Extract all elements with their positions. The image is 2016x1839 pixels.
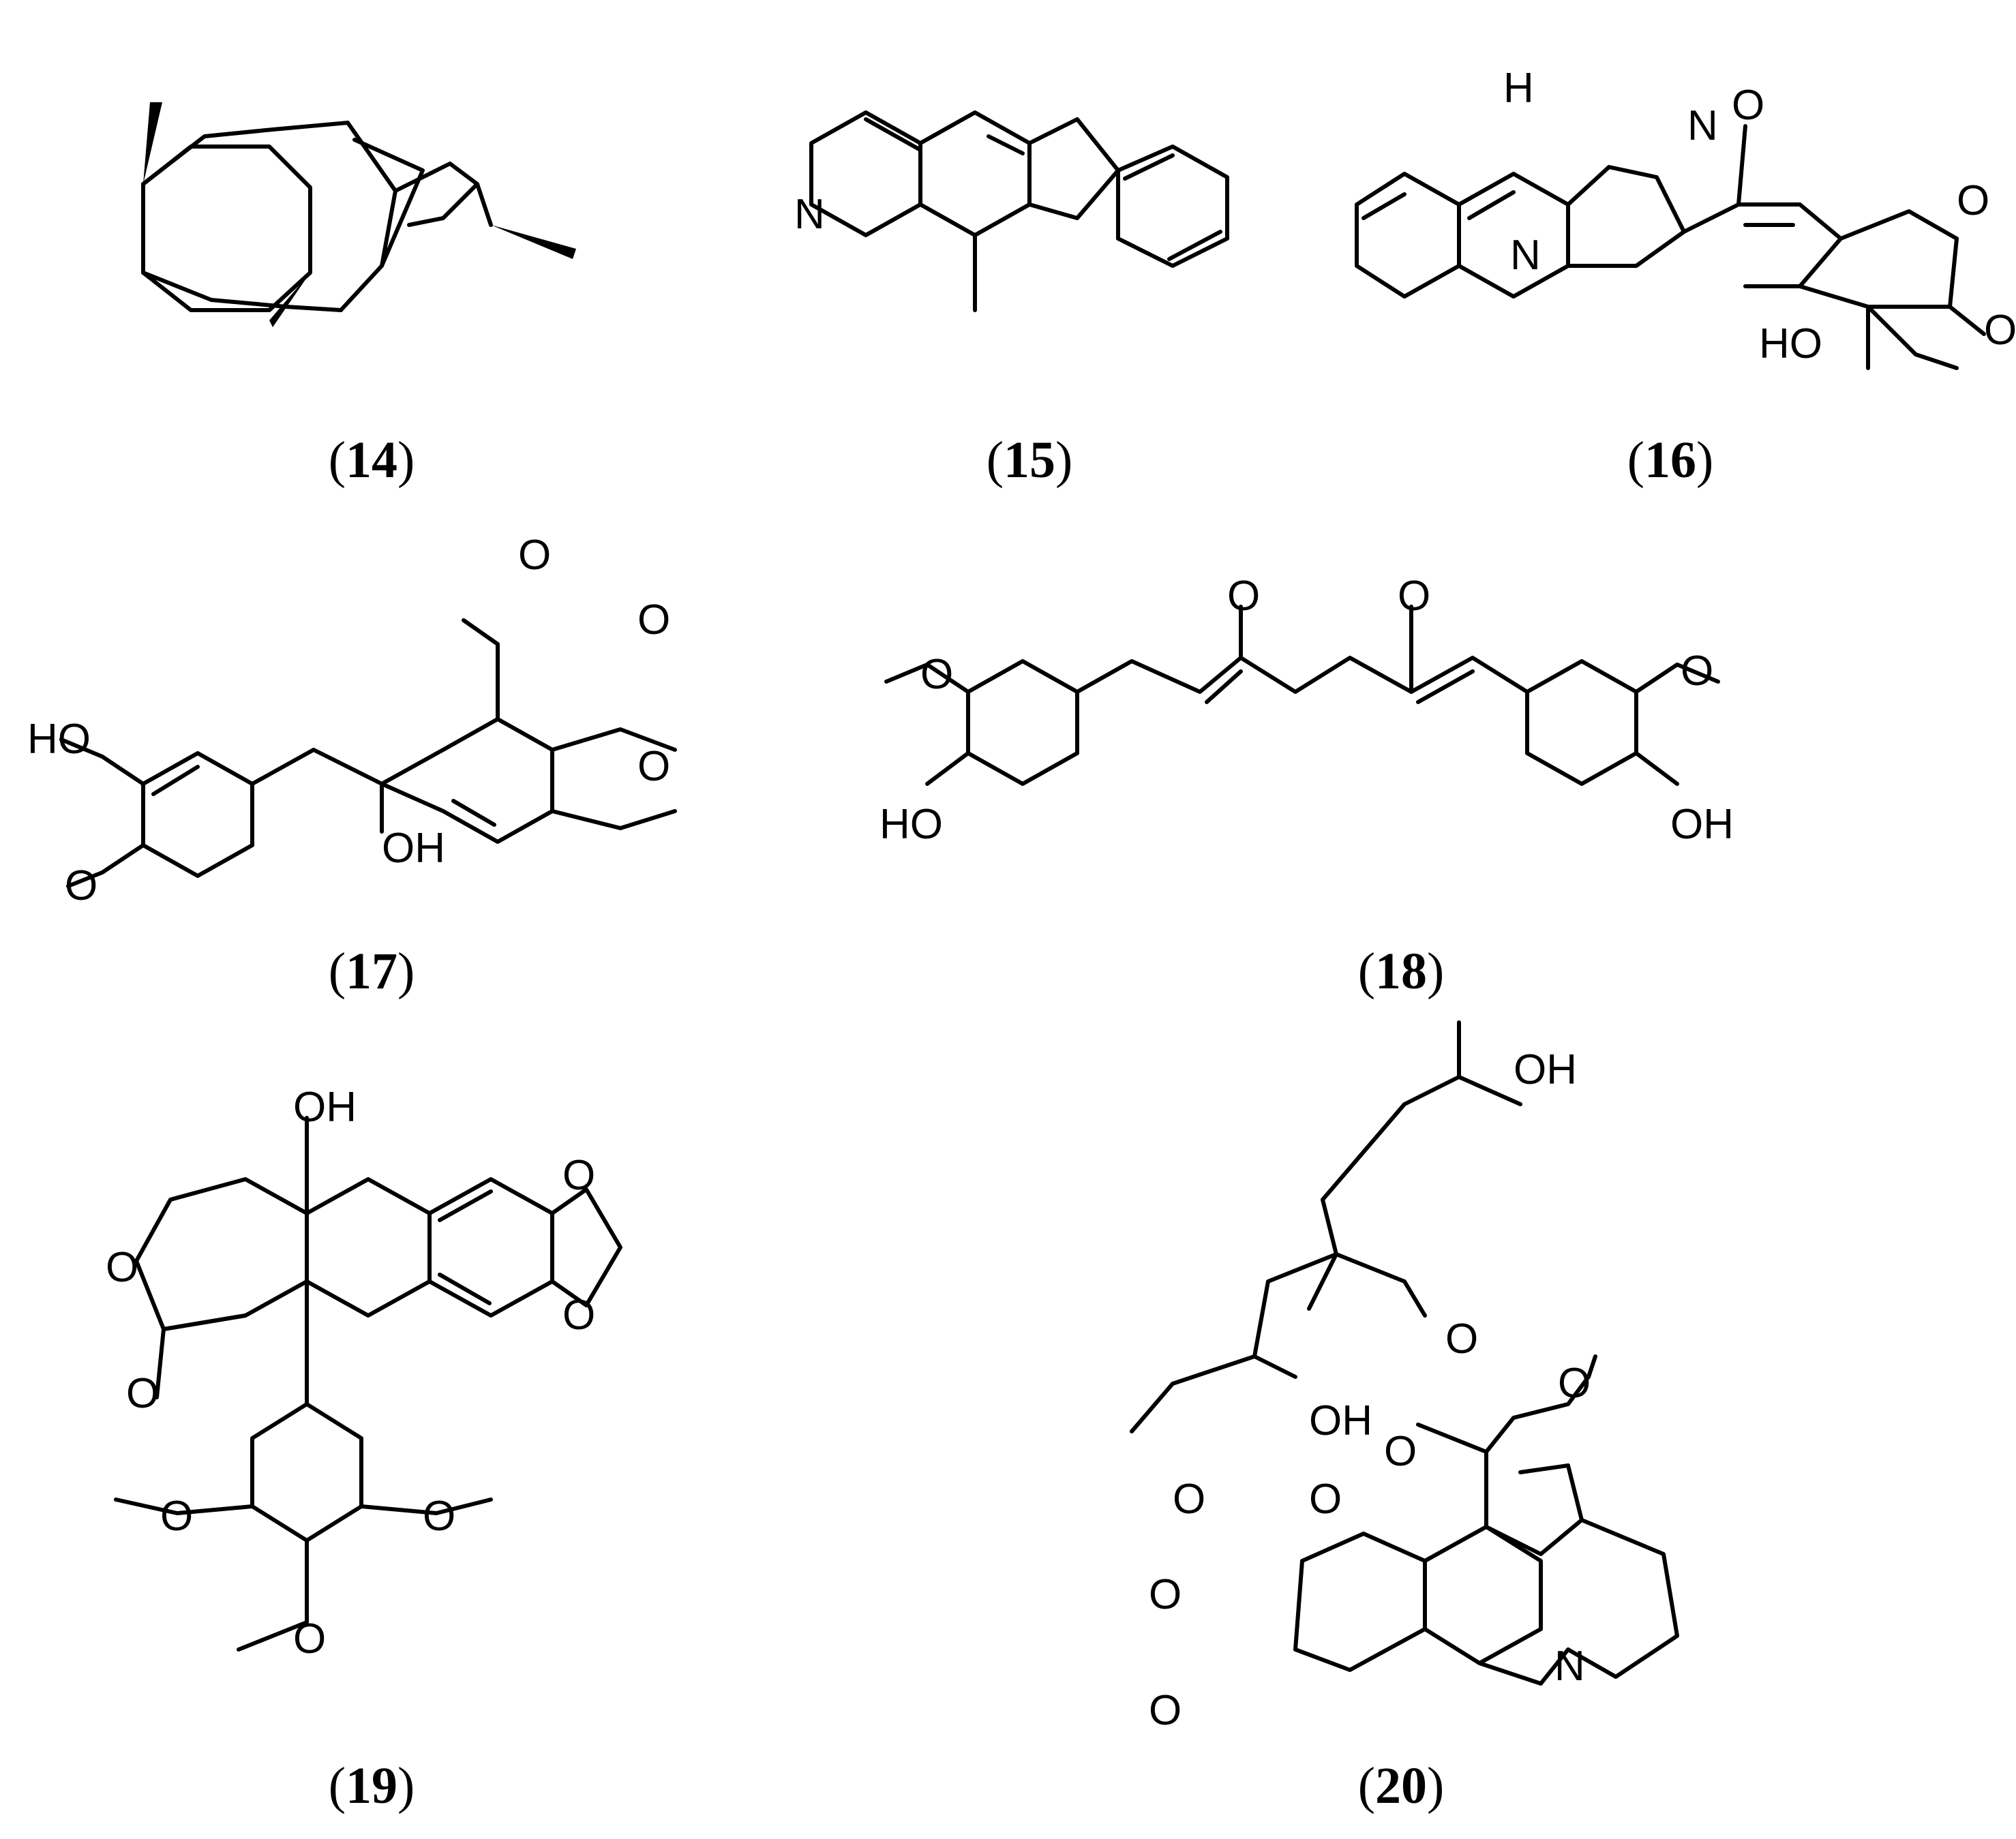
structure-20 <box>1130 1020 1679 1686</box>
atom-o-19-ome-bottom: O <box>293 1615 326 1662</box>
atom-oh-18: OH <box>1670 801 1734 848</box>
atom-o-18-right: O <box>1681 648 1713 695</box>
compound-label-16: (16) <box>1627 431 1714 489</box>
atom-o-18-ketone2: O <box>1398 573 1430 620</box>
compound-label-18: (18) <box>1358 943 1445 1000</box>
atom-nh-h-15: H <box>1503 65 1534 112</box>
structure-15 <box>809 110 1229 312</box>
atom-o-20-ester-o: O <box>1384 1428 1417 1475</box>
atom-n-15: N <box>794 191 825 238</box>
atom-n-16-quinoline: N <box>1510 232 1541 279</box>
atom-oh-20: OH <box>1309 1397 1372 1444</box>
atom-o-19-lactone: O <box>106 1244 138 1291</box>
compound-label-20: (20) <box>1358 1757 1445 1814</box>
atom-o-20-ester-co: O <box>1445 1316 1478 1363</box>
atom-o-17-mid: O <box>637 596 670 643</box>
atom-o-17-low: O <box>637 743 670 790</box>
compound-label-14: (14) <box>329 431 415 489</box>
atom-oh-17: OH <box>382 825 445 872</box>
atom-o-20-ome: O <box>1558 1360 1591 1407</box>
atom-ho-17: HO <box>27 716 91 763</box>
structure-17 <box>59 618 677 888</box>
compound-captions: (14) (15) (16) (17) (18) (19) (20) <box>329 431 1714 1814</box>
atom-o-17-left: O <box>65 862 97 909</box>
structure-19 <box>114 1116 622 1652</box>
atom-o-19-dioxole1: O <box>562 1152 595 1199</box>
atom-o-17-top: O <box>518 532 551 579</box>
structure-14 <box>141 102 576 327</box>
atom-o-19-dioxole2: O <box>562 1292 595 1339</box>
compound-label-17: (17) <box>329 943 415 1000</box>
atom-o-19-ome-left: O <box>160 1493 193 1540</box>
structure-18 <box>884 605 1720 786</box>
atom-n-20: N <box>1554 1643 1585 1690</box>
atom-n-16-lactam: N <box>1687 102 1718 149</box>
atom-o-19-carbonyl: O <box>126 1370 159 1417</box>
atom-o-16-carbonyl: O <box>1732 82 1764 129</box>
atom-ho-18: HO <box>879 801 943 848</box>
compound-label-15: (15) <box>987 431 1073 489</box>
atom-o-19-ome-right: O <box>423 1493 455 1540</box>
atom-o-20-dioxole2: O <box>1149 1687 1182 1734</box>
atom-oh-20-top: OH <box>1514 1046 1577 1093</box>
atom-o-18-left: O <box>920 651 953 698</box>
atom-o-20-carbonyl: O <box>1309 1476 1342 1523</box>
atom-labels: H N O N N O O HO O O O HO O OH O HO O O … <box>27 65 2016 1734</box>
structure-16 <box>1355 124 1986 370</box>
atom-o-16-ester: O <box>1984 307 2016 354</box>
atom-o-16-ring: O <box>1957 177 1989 224</box>
atom-o-20-dioxole1: O <box>1149 1571 1182 1618</box>
atom-o-20-ester-me: O <box>1173 1476 1205 1523</box>
compound-label-19: (19) <box>329 1757 415 1814</box>
atom-ho-16: HO <box>1759 320 1822 367</box>
atom-o-18-ketone1: O <box>1227 573 1260 620</box>
atom-oh-19: OH <box>293 1084 357 1131</box>
